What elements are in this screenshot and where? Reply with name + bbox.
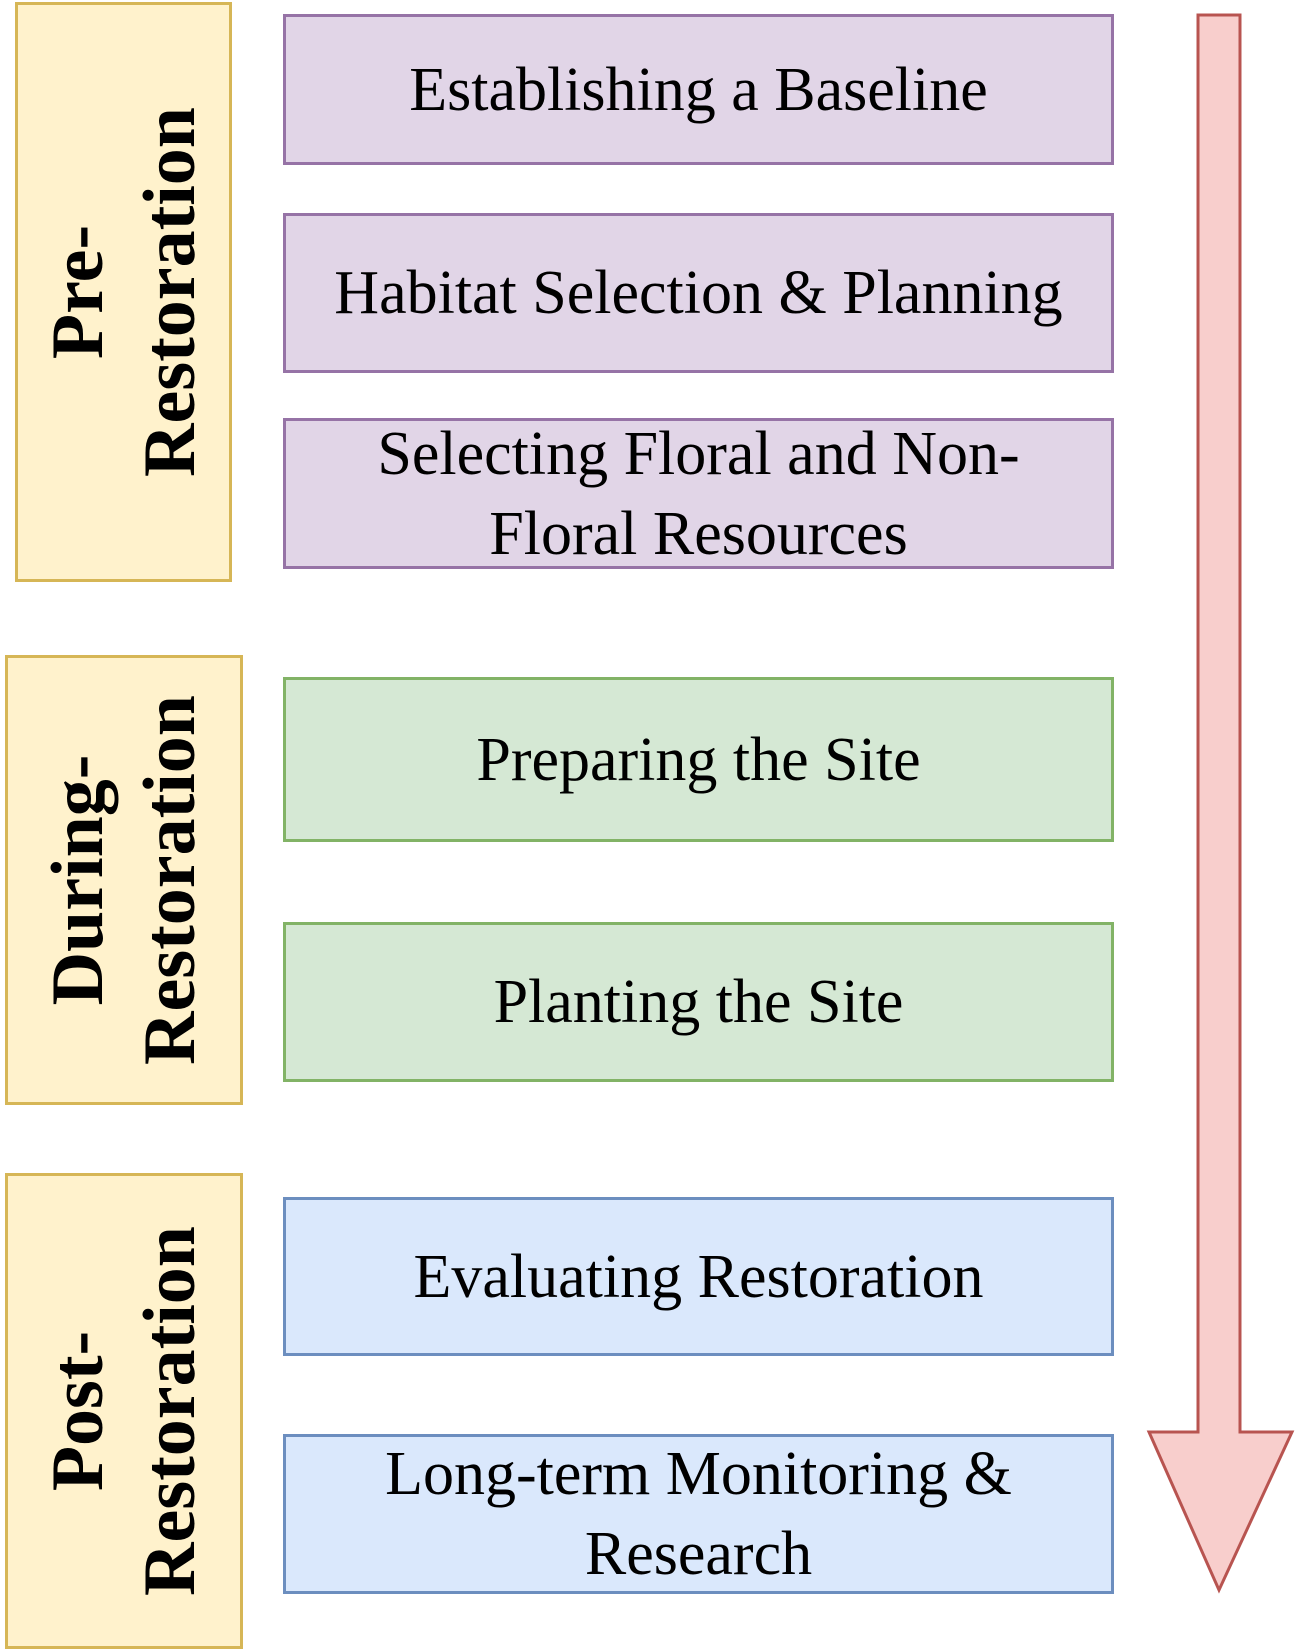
- step-label: Selecting Floral and Non-Floral Resource…: [377, 419, 1020, 568]
- step-preparing-site: Preparing the Site: [283, 677, 1114, 842]
- step-label: Habitat Selection & Planning: [334, 259, 1063, 327]
- step-label: Long-term Monitoring & Research: [385, 1440, 1012, 1588]
- step-habitat-selection-planning: Habitat Selection & Planning: [283, 213, 1114, 373]
- step-evaluating-restoration: Evaluating Restoration: [283, 1197, 1114, 1356]
- step-selecting-resources: Selecting Floral and Non-Floral Resource…: [283, 418, 1114, 569]
- step-label: Establishing a Baseline: [409, 55, 988, 124]
- step-label: Preparing the Site: [476, 725, 921, 794]
- step-long-term-monitoring: Long-term Monitoring & Research: [283, 1434, 1114, 1594]
- phase-box-post-restoration: Post- Restoration: [5, 1173, 243, 1649]
- arrow-down-icon: [1146, 13, 1295, 1594]
- step-label: Evaluating Restoration: [413, 1242, 984, 1311]
- step-label: Planting the Site: [493, 968, 904, 1036]
- step-establishing-baseline: Establishing a Baseline: [283, 14, 1114, 165]
- phase-box-pre-restoration: Pre- Restoration: [15, 2, 232, 582]
- step-planting-site: Planting the Site: [283, 922, 1114, 1082]
- phase-box-during-restoration: During- Restoration: [5, 655, 243, 1105]
